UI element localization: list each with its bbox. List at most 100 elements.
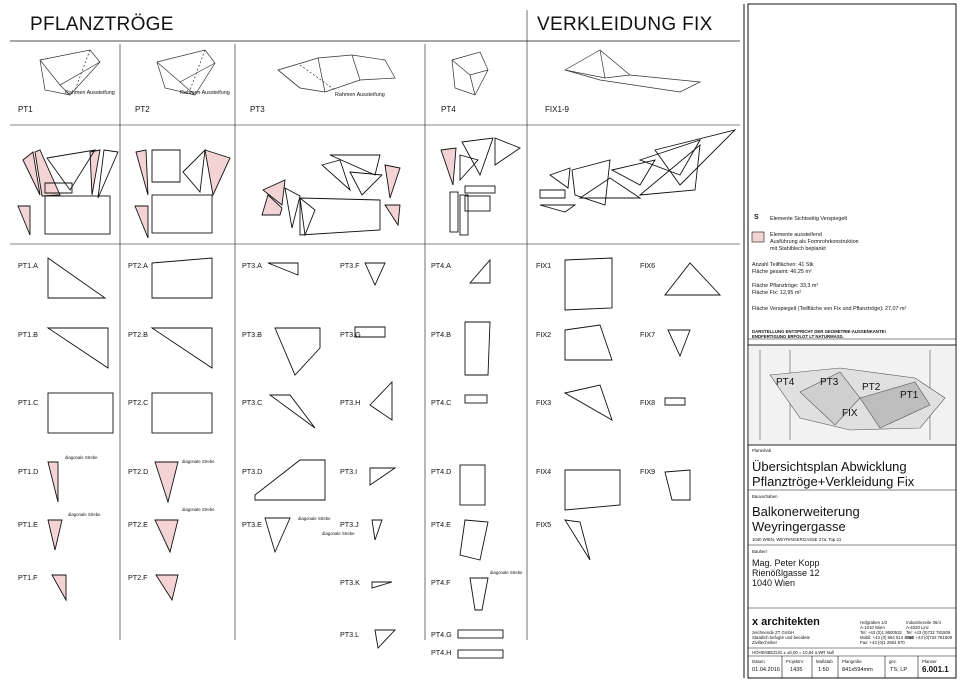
- client-label: Bauherr: [752, 549, 768, 554]
- stat-area-total: Fläche gesamt: 46,25 m²: [752, 269, 812, 275]
- part-label: PT1.C: [18, 398, 39, 407]
- part-label: PT3.E: [242, 520, 262, 529]
- part-label: FIX8: [640, 398, 656, 407]
- project-address: 1040 WIEN, WEYRINGERGASSE 27a; Top 21: [752, 537, 842, 542]
- firm-small: Staatlich befugte und beeidete: [752, 635, 811, 640]
- part-label: PT4.A: [431, 261, 451, 270]
- plan-label: Planinhalt: [752, 448, 771, 453]
- footer-head: Datum: [752, 659, 765, 664]
- overview-note: Rahmen Aussteifung: [65, 90, 115, 96]
- plan-title: Pflanztröge+Verkleidung Fix: [752, 474, 915, 489]
- part-label: FIX9: [640, 467, 656, 476]
- part-label: PT3.H: [340, 398, 361, 407]
- part-label: PT2.A: [128, 261, 148, 270]
- part-label: PT4.C: [431, 398, 452, 407]
- part-label: PT4.H: [431, 648, 452, 657]
- part-label: PT4.E: [431, 520, 451, 529]
- overview-label: FIX1-9: [545, 105, 570, 114]
- footer-size: 841x594mm: [842, 667, 873, 673]
- strut-label: diagonale Strebe: [68, 512, 101, 517]
- part-label: FIX6: [640, 261, 656, 270]
- part-label: PT3.C: [242, 398, 263, 407]
- mirror-marker-icon: S: [754, 214, 759, 221]
- render-label: PT1: [900, 390, 919, 401]
- part-label: PT1.F: [18, 573, 38, 582]
- stat-mirror: Fläche Verspiegelt (Teilfläche von Fix u…: [752, 306, 907, 312]
- part-label: PT1.E: [18, 520, 38, 529]
- overview-note: Rahmen Aussteifung: [180, 90, 230, 96]
- footer-project-no: 1435: [790, 667, 803, 673]
- render-label: PT3: [820, 377, 839, 388]
- part-label: PT4.G: [431, 630, 452, 639]
- strut-label: diagonale Strebe: [298, 516, 331, 521]
- part-label: FIX3: [536, 398, 552, 407]
- client-line: Mag. Peter Kopp: [752, 558, 820, 568]
- firm-address: Mobil: +43 (0) 664 514 4398: [860, 635, 914, 640]
- render-label: PT2: [862, 382, 881, 393]
- footer-head: Plangröße: [842, 659, 862, 664]
- firm-address: Fax: +43 (0)1 2564 870: [860, 640, 905, 645]
- part-label: PT3.L: [340, 630, 360, 639]
- part-label: PT4.B: [431, 330, 451, 339]
- legend-pink-text: mit Stahlblech beplankt: [770, 246, 826, 252]
- project-title: Balkonerweiterung: [752, 504, 860, 519]
- render-label: FIX: [842, 408, 858, 419]
- part-label: PT3.D: [242, 467, 263, 476]
- firm-address: A-4020 Linz: [906, 625, 929, 630]
- strut-label: diagonale Strebe: [65, 455, 98, 460]
- section-title-planters: PFLANZTRÖGE: [30, 14, 174, 35]
- part-label: PT3.I: [340, 467, 358, 476]
- footer-head: Maßstab: [816, 659, 833, 664]
- client-line: Rienößlgasse 12: [752, 568, 820, 578]
- part-label: PT2.D: [128, 467, 149, 476]
- firm-small: zeichnende ZT GmbH: [752, 630, 794, 635]
- part-label: PT2.E: [128, 520, 148, 529]
- part-label: PT3.F: [340, 261, 360, 270]
- strut-label: diagonale Strebe: [182, 459, 215, 464]
- client-line: 1040 Wien: [752, 578, 796, 588]
- part-label: PT4.F: [431, 578, 451, 587]
- strut-label: diagonale Strebe: [322, 531, 355, 536]
- part-label: FIX1: [536, 261, 552, 270]
- firm-address: Tel: +43 (0)732 781509: [906, 630, 951, 635]
- firm-address: Industriezeile 36/4: [906, 620, 941, 625]
- overview-label: PT4: [441, 105, 456, 114]
- plan-title: Übersichtsplan Abwicklung: [752, 459, 907, 474]
- part-label: FIX7: [640, 330, 656, 339]
- part-label: PT2.C: [128, 398, 149, 407]
- footer-drawn: TS; LP: [890, 667, 908, 673]
- legend-pink-text: Elemente aussteifend: [770, 232, 822, 238]
- part-label: PT3.G: [340, 330, 361, 339]
- stat-count: Anzahl Teilflächen: 41 Stk: [752, 262, 814, 268]
- overview-label: PT1: [18, 105, 33, 114]
- part-label: FIX2: [536, 330, 552, 339]
- part-label: PT3.J: [340, 520, 359, 529]
- notice-line: DARSTELLUNG ENTSPRICHT DER GEOMETRIE-AUS…: [752, 329, 886, 334]
- height-reference: HÖHENBEZUG ± ±0,00 = 10,84 ü.WR Null: [752, 650, 834, 655]
- part-label: PT4.D: [431, 467, 452, 476]
- project-label: Bauvorhaben: [752, 494, 778, 499]
- strut-label: diagonale Strebe: [490, 570, 523, 575]
- strut-label: diagonale Strebe: [182, 507, 215, 512]
- footer-date: 01.04.2016: [752, 667, 780, 673]
- render-label: PT4: [776, 377, 795, 388]
- legend-pink-text: Ausführung als Formrohrkonstruktion: [770, 239, 859, 245]
- footer-scale: 1:50: [818, 667, 829, 673]
- footer-head: Planner: [922, 659, 937, 664]
- overview-label: PT3: [250, 105, 265, 114]
- firm-address: Hofgraben 1/2: [860, 620, 888, 625]
- overview-label: PT2: [135, 105, 150, 114]
- firm-address: Fax: +43 (0)732 781609: [906, 635, 952, 640]
- part-label: FIX4: [536, 467, 552, 476]
- overview-note: Rahmen Aussteifung: [335, 92, 385, 98]
- footer-head: gez.: [889, 659, 898, 664]
- section-title-cladding: VERKLEIDUNG FIX: [537, 14, 713, 35]
- stat-area-planter: Fläche Pflanztröge: 33,3 m²: [752, 283, 819, 289]
- firm-address: Tel: +43 (0)1 9500532: [860, 630, 902, 635]
- firm-logo: x architekten: [752, 616, 820, 628]
- part-label: PT1.B: [18, 330, 38, 339]
- stat-area-fix: Fläche Fix: 12,95 m²: [752, 290, 802, 296]
- part-label: PT1.D: [18, 467, 39, 476]
- footer-head: Projektnr: [786, 659, 804, 664]
